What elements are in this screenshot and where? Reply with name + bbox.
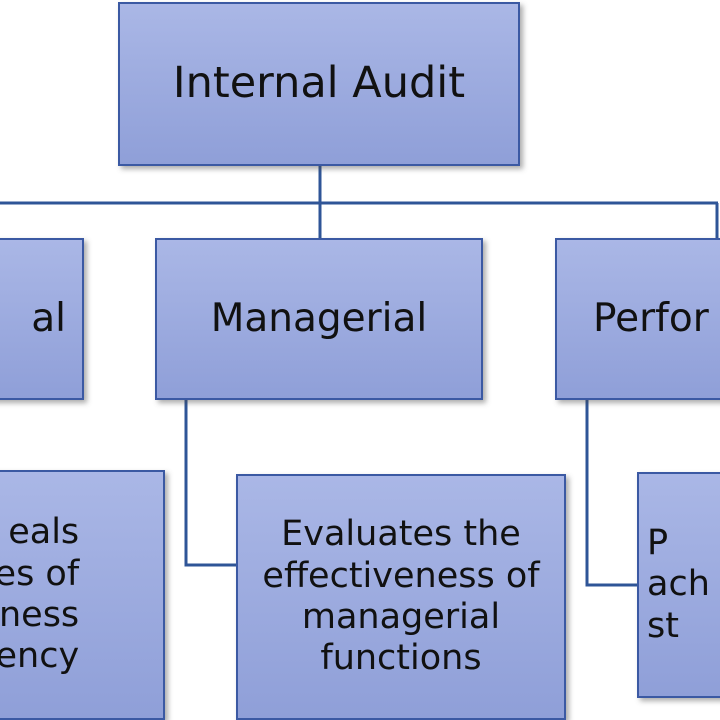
performance-box: Perfor (555, 238, 720, 400)
connector-managerial-to-description (184, 400, 236, 567)
connector-right-to-description (585, 400, 637, 587)
description-left-text: eals ves of ness iency (0, 512, 80, 677)
internal-audit-label: Internal Audit (172, 58, 466, 109)
managerial-box: Managerial (155, 238, 483, 400)
performance-label: Perfor (593, 296, 709, 342)
performance-description-box: P ach st (637, 472, 720, 698)
category-left-label: al (31, 296, 66, 342)
managerial-description-text: Evaluates the effectiveness of manageria… (262, 514, 540, 679)
description-box-left: eals ves of ness iency (0, 470, 165, 720)
category-box-left: al (0, 238, 84, 400)
performance-description-text: P ach st (647, 523, 710, 646)
managerial-label: Managerial (210, 296, 428, 342)
managerial-description-box: Evaluates the effectiveness of manageria… (236, 474, 566, 720)
internal-audit-box: Internal Audit (118, 2, 520, 166)
